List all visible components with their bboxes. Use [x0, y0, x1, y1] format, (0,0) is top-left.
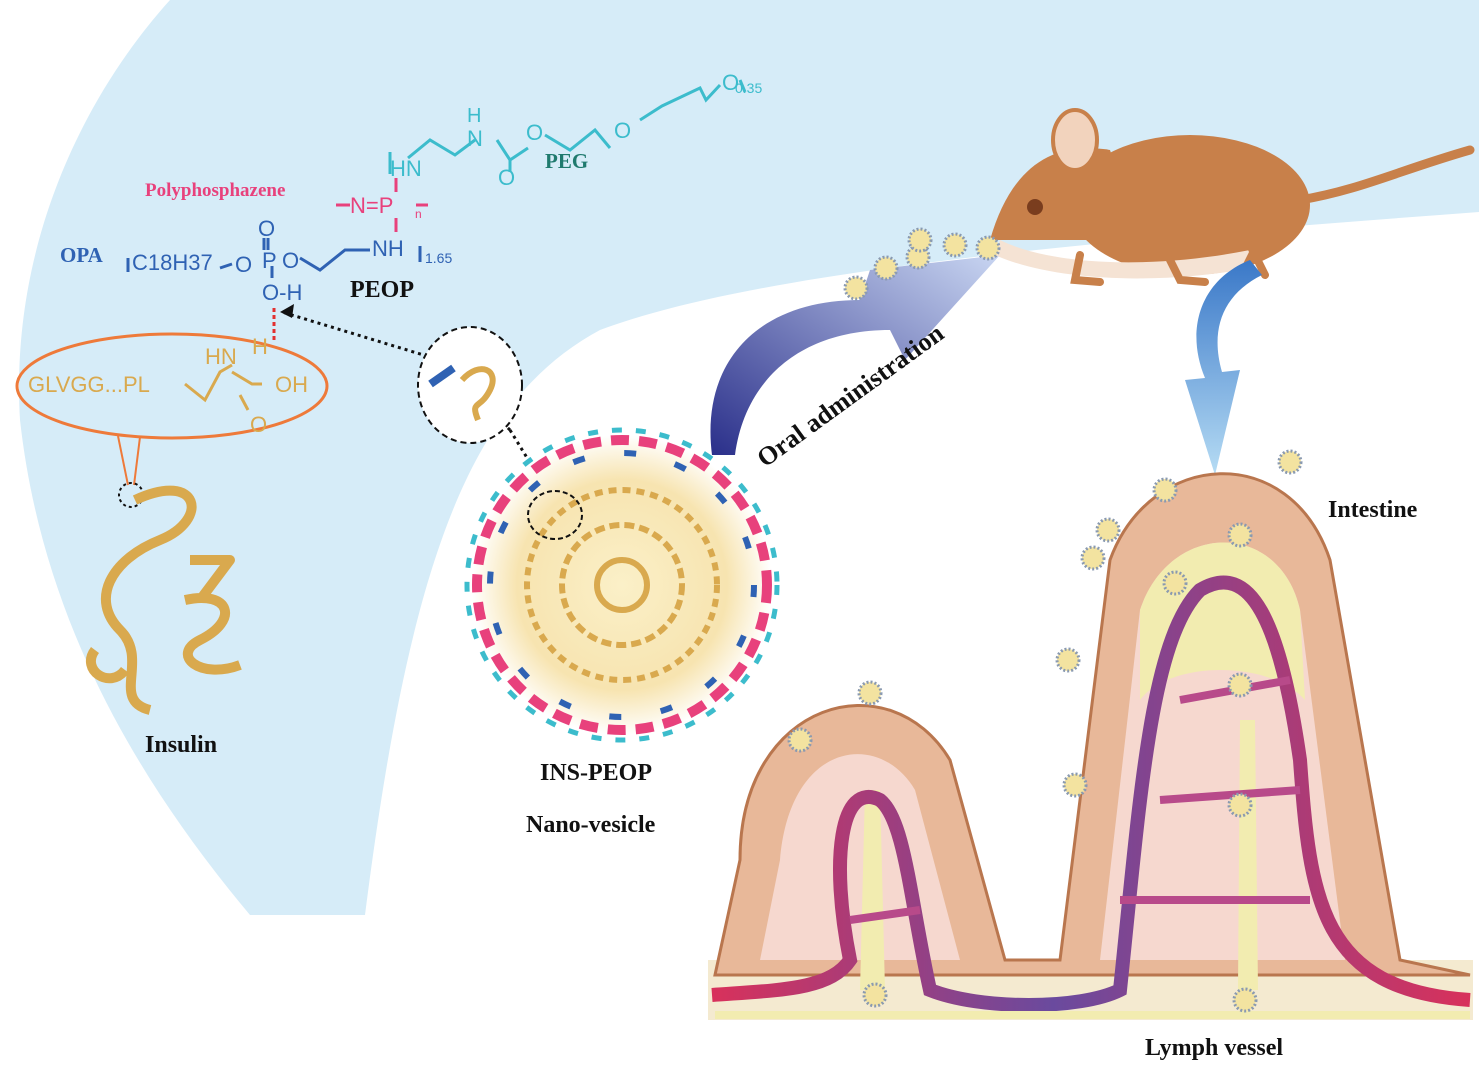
nano-vesicle	[464, 427, 780, 743]
intestine-villi	[708, 472, 1473, 1020]
chem-ins-h: H	[252, 334, 268, 359]
chem-p: P	[262, 248, 277, 273]
insulin-protein	[85, 485, 242, 715]
nanoparticles	[787, 227, 1303, 1013]
zoom-circle	[417, 326, 523, 444]
mini-insulin	[459, 366, 496, 422]
label-intestine: Intestine	[1328, 497, 1418, 523]
label-polyphosphazene: Polyphosphazene	[145, 180, 285, 201]
chem-n-sub: n	[415, 207, 422, 221]
vesicle-zoom-circle	[527, 490, 583, 540]
opa-bonds	[126, 238, 422, 278]
arrowhead	[280, 304, 294, 318]
opa-segment	[428, 364, 456, 388]
chem-peg-o1: O	[498, 165, 515, 190]
chem-ins-o: O	[250, 412, 267, 437]
chem-sub-165: 1.65	[425, 250, 452, 266]
oral-administration-arrow	[710, 255, 1000, 455]
peg-bonds	[388, 79, 747, 174]
chem-peg-o3: O	[614, 118, 631, 143]
peop-structure	[126, 79, 747, 278]
chem-ins-oh: OH	[275, 372, 308, 397]
chem-peg-n: N	[467, 126, 483, 151]
chem-ins-hn: HN	[205, 344, 237, 369]
chem-oh: O-H	[262, 280, 302, 305]
label-peg: PEG	[545, 149, 588, 173]
chem-o-link: O	[235, 252, 252, 277]
blood-vessel	[711, 575, 1471, 1012]
chem-peg-h: H	[467, 105, 481, 127]
down-arrow	[1185, 260, 1262, 475]
polyphosphazene-bonds	[336, 178, 428, 232]
capillaries	[849, 676, 1310, 924]
label-ins-peop: INS-PEOP	[540, 760, 652, 786]
insulin-bonds	[184, 363, 262, 411]
balloon-tail	[117, 435, 141, 486]
chem-peg-o2: O	[526, 120, 543, 145]
label-lymph-vessel: Lymph vessel	[1145, 1035, 1283, 1061]
chem-o-top: O	[258, 216, 275, 241]
label-nano-vesicle: Nano-vesicle	[526, 812, 656, 838]
chem-o-link2: O	[282, 248, 299, 273]
chem-nh: NH	[372, 236, 404, 261]
label-insulin: Insulin	[145, 732, 217, 758]
insulin-balloon	[15, 332, 329, 440]
mouse-illustration	[990, 108, 1475, 286]
chem-hn: HN	[390, 156, 422, 181]
chem-sub-035: 0.35	[735, 80, 762, 96]
chem-np: N=P	[350, 193, 393, 218]
chem-c18h37: C18H37	[132, 250, 213, 275]
label-opa: OPA	[60, 243, 104, 267]
label-peop: PEOP	[350, 277, 414, 303]
chem-peptide: GLVGG...PL	[28, 372, 150, 397]
chem-peg-o4: O	[722, 70, 739, 95]
